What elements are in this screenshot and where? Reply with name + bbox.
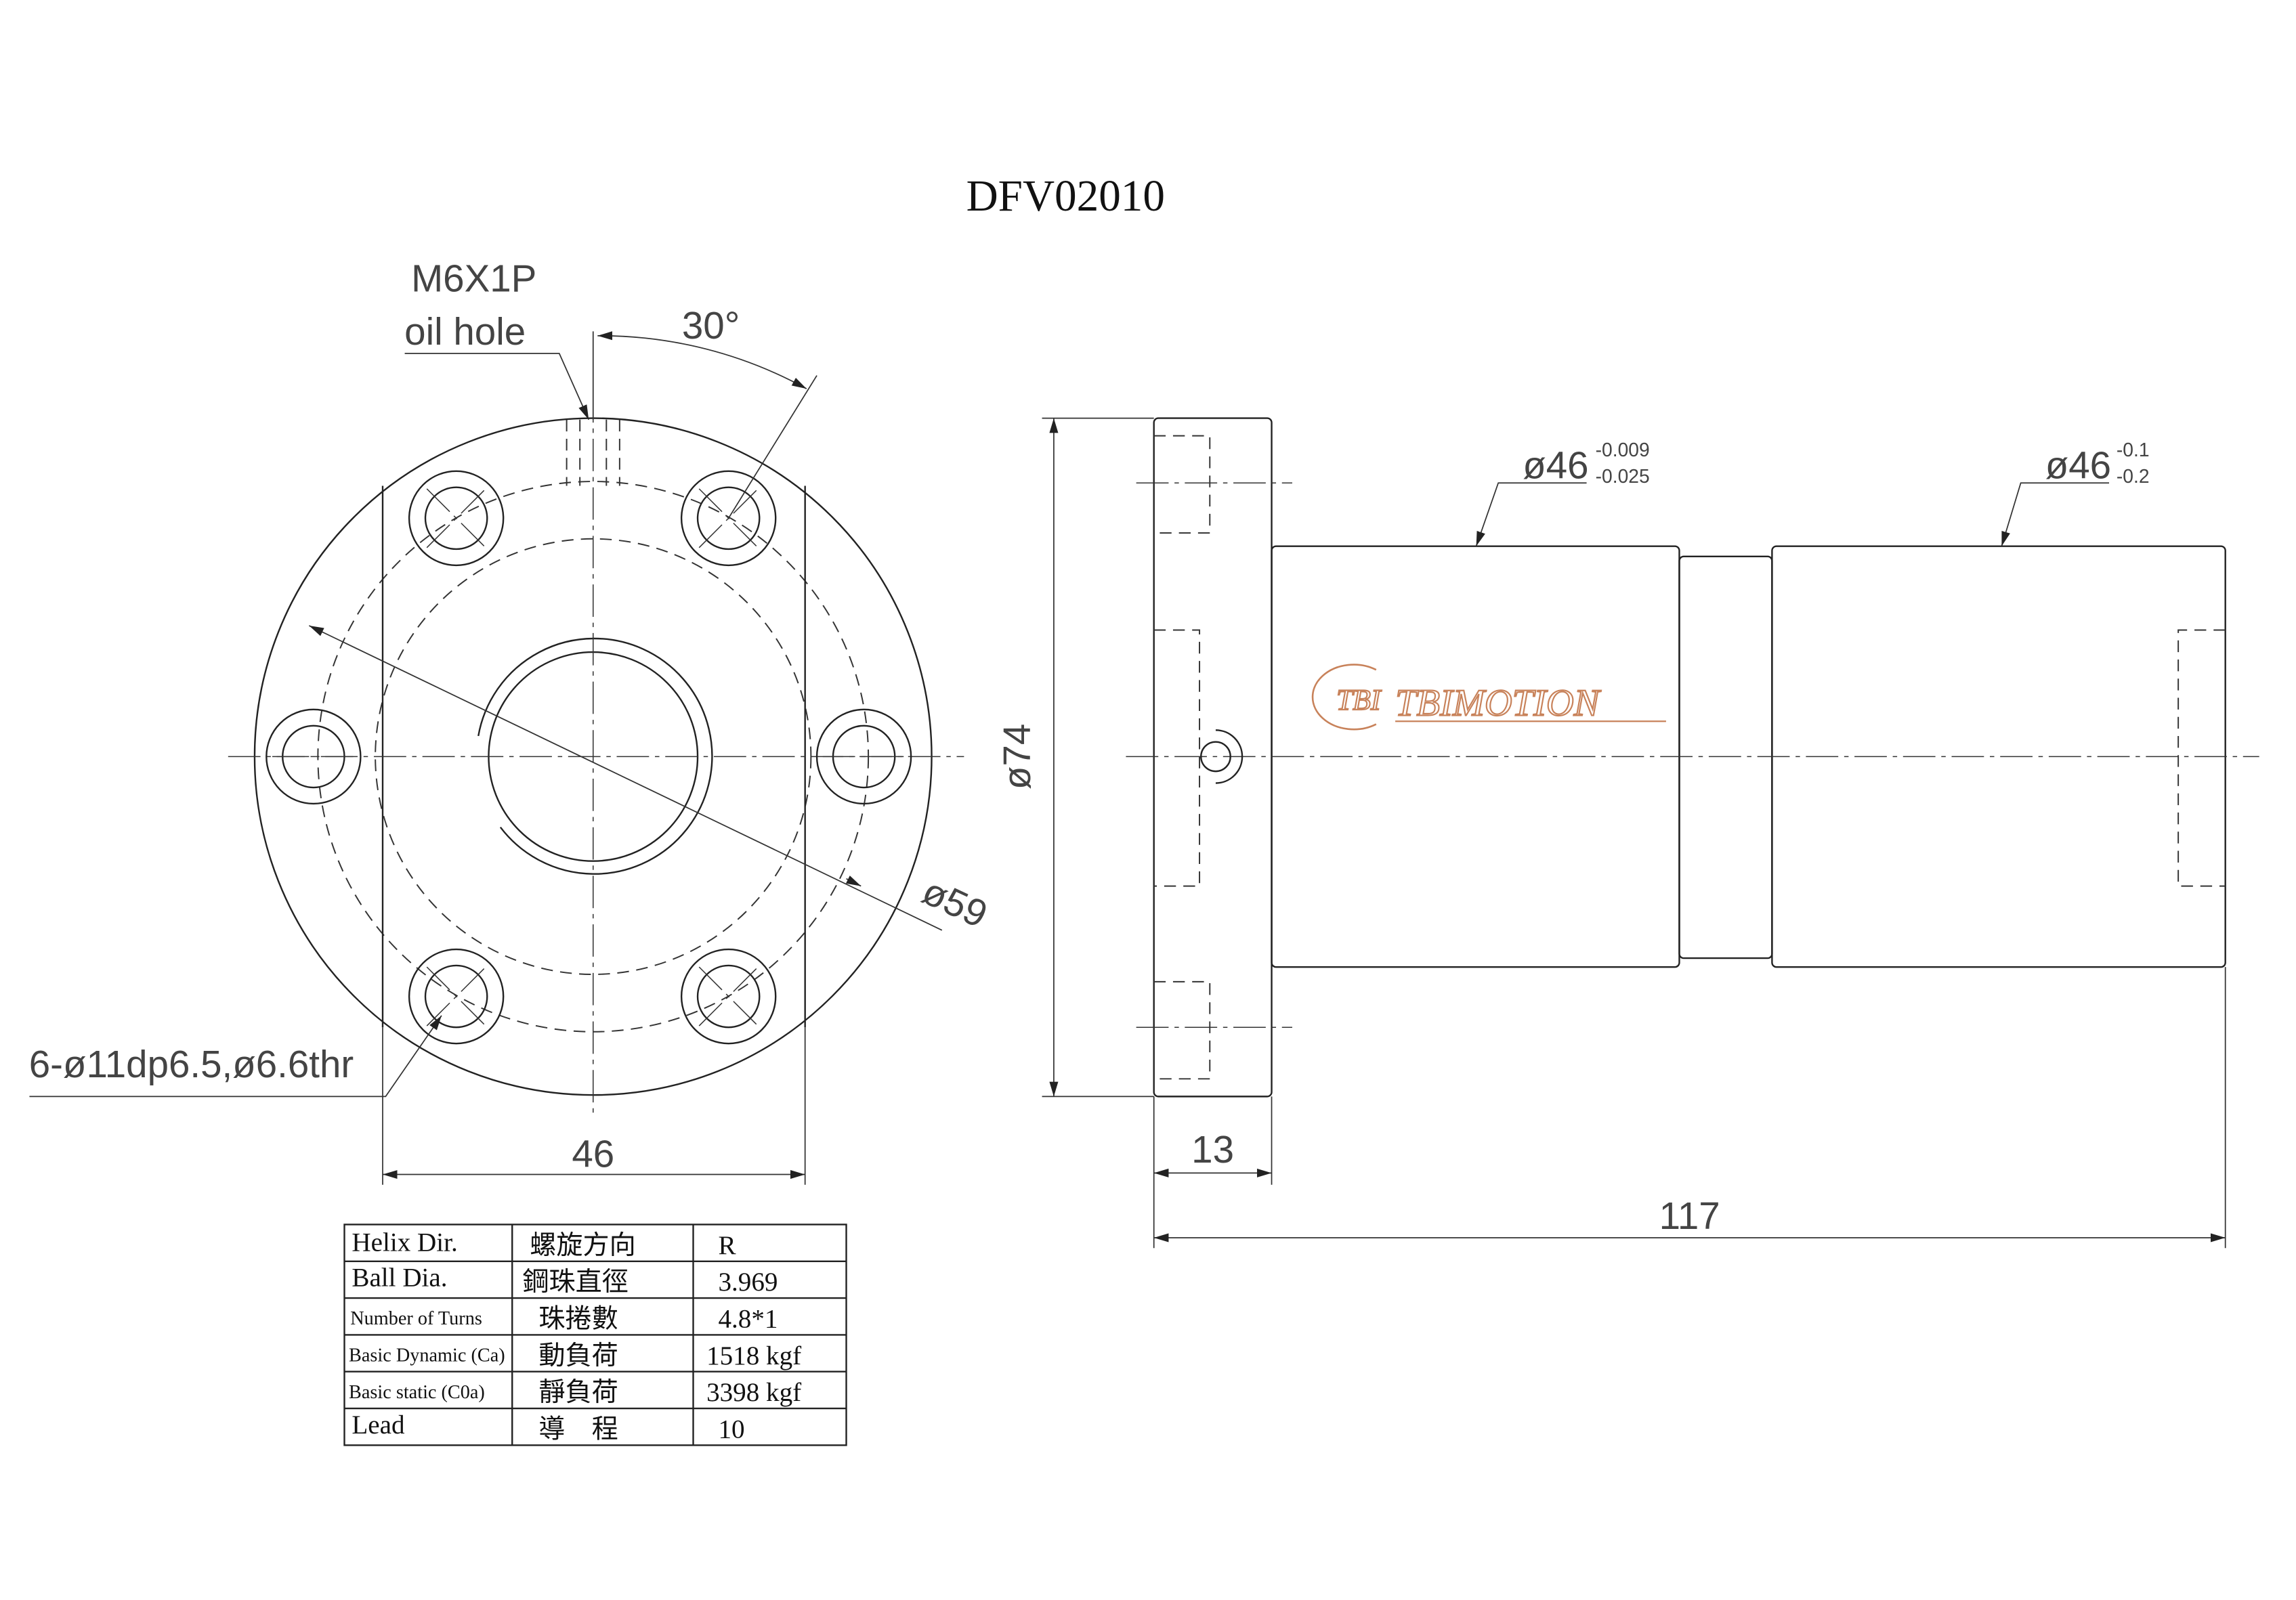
drawing-line [265,708,362,805]
tbimotion-logo: TBI TBIMOTION [1311,664,1666,731]
drawing-line [2001,482,2110,546]
drawing-line: 1518 kgf [706,1341,802,1370]
body-dia-1-tol-upper: -0.009 [1596,439,1650,460]
drawing-line: 鋼珠直徑 [522,1268,628,1297]
drawing-line [404,353,590,420]
drawing-line [1311,664,1377,731]
table-row: Lead 導 程 10 [352,1410,744,1444]
drawing-line: 靜負荷 [538,1378,618,1407]
nut-neck [1678,555,1773,959]
drawing-line: 10 [718,1415,744,1444]
oil-hole-label: oil hole [404,310,526,353]
drawing-line: 導 程 [538,1415,618,1444]
flange-dia-dim: ø74 [996,724,1038,790]
total-length-dim: 117 [1659,1194,1720,1237]
flange-profile [1153,417,1273,1098]
logo-text: TBIMOTION [1395,683,1602,725]
drawing-line [29,1015,442,1098]
bolt-hole [408,470,505,567]
drawing-line [815,708,912,805]
drawing-line: 動負荷 [538,1341,618,1370]
drawing-line: 螺旋方向 [530,1231,635,1260]
drawing-title: DFV02010 [966,172,1165,221]
flange-thickness-dim: 13 [1191,1128,1234,1171]
bolt-hole [680,470,777,567]
drawing-line: Basic static (C0a) [349,1382,485,1403]
angle-label: 30° [682,304,740,347]
drawing-line [1153,435,2226,1080]
table-row: Number of Turns 珠捲數 4.8*1 [350,1305,778,1334]
bolt-circle-dim: ø59 [916,869,994,936]
body-dia-1-dim: ø46 [1523,444,1588,487]
spec-table: Helix Dir. 螺旋方向 R Ball Dia. 鋼珠直徑 3.969 Numbe… [343,1224,847,1446]
drawing-line: Basic Dynamic (Ca) [349,1345,505,1366]
body-dia-2-tol-upper: -0.1 [2117,439,2150,460]
logo-badge: TBI [1336,684,1382,716]
drawing-line [408,948,505,1045]
drawing-line: 3.969 [718,1268,778,1297]
drawing-line: Ball Dia. [352,1263,447,1293]
drawing-line [1475,482,1587,546]
bolt-hole [408,948,505,1045]
table-row: Basic static (C0a) 靜負荷 3398 kgf [349,1378,802,1407]
drawing-line [344,1224,847,1446]
body-dia-1-tol-lower: -0.025 [1596,465,1650,487]
drawing-line [424,486,488,550]
bolt-holes [265,470,912,1045]
table-row: Basic Dynamic (Ca) 動負荷 1518 kgf [349,1341,802,1370]
drawing-line [308,625,943,931]
drawing-line [408,470,505,567]
drawing-line [680,948,777,1045]
drawing-line: Number of Turns [350,1308,482,1329]
drawing-line: Lead [352,1410,405,1440]
drawing-line [696,964,761,1029]
drawing-line [1215,729,1243,784]
body-dia-2-dim: ø46 [2045,444,2111,487]
hole-spec-label: 6-ø11dp6.5,ø6.6thr [29,1043,354,1085]
table-row: Helix Dir. 螺旋方向 R [352,1228,736,1260]
side-view: TBI TBIMOTION ø74 ø46 -0.009 -0.025 ø46 … [996,417,2259,1249]
table-row: Ball Dia. 鋼珠直徑 3.969 [352,1263,778,1297]
bolt-hole [680,948,777,1045]
drawing-line [1200,741,1231,773]
body-dia-2-tol-lower: -0.2 [2117,465,2150,487]
front-view: M6X1P oil hole 30° ø59 6-ø11dp6.5,ø6.6th… [29,257,994,1185]
drawing-line: 4.8*1 [718,1305,778,1334]
drawing-line: 3398 kgf [706,1378,802,1407]
drawing-line [272,488,906,1026]
oil-hole-thread-label: M6X1P [411,257,536,300]
drawing-line [597,331,807,389]
drawing-line: R [718,1231,736,1260]
drawing-line [680,470,777,567]
drawing-line [696,486,761,550]
drawing-line [845,875,862,887]
drawing-line: 珠捲數 [538,1305,618,1334]
drawing-line [424,964,488,1029]
drawing-line [1136,482,1292,1029]
drawing-line: Helix Dir. [352,1228,457,1257]
thread-arc [477,637,713,875]
flat-width-dim: 46 [572,1133,614,1175]
drawing-line [727,375,817,519]
